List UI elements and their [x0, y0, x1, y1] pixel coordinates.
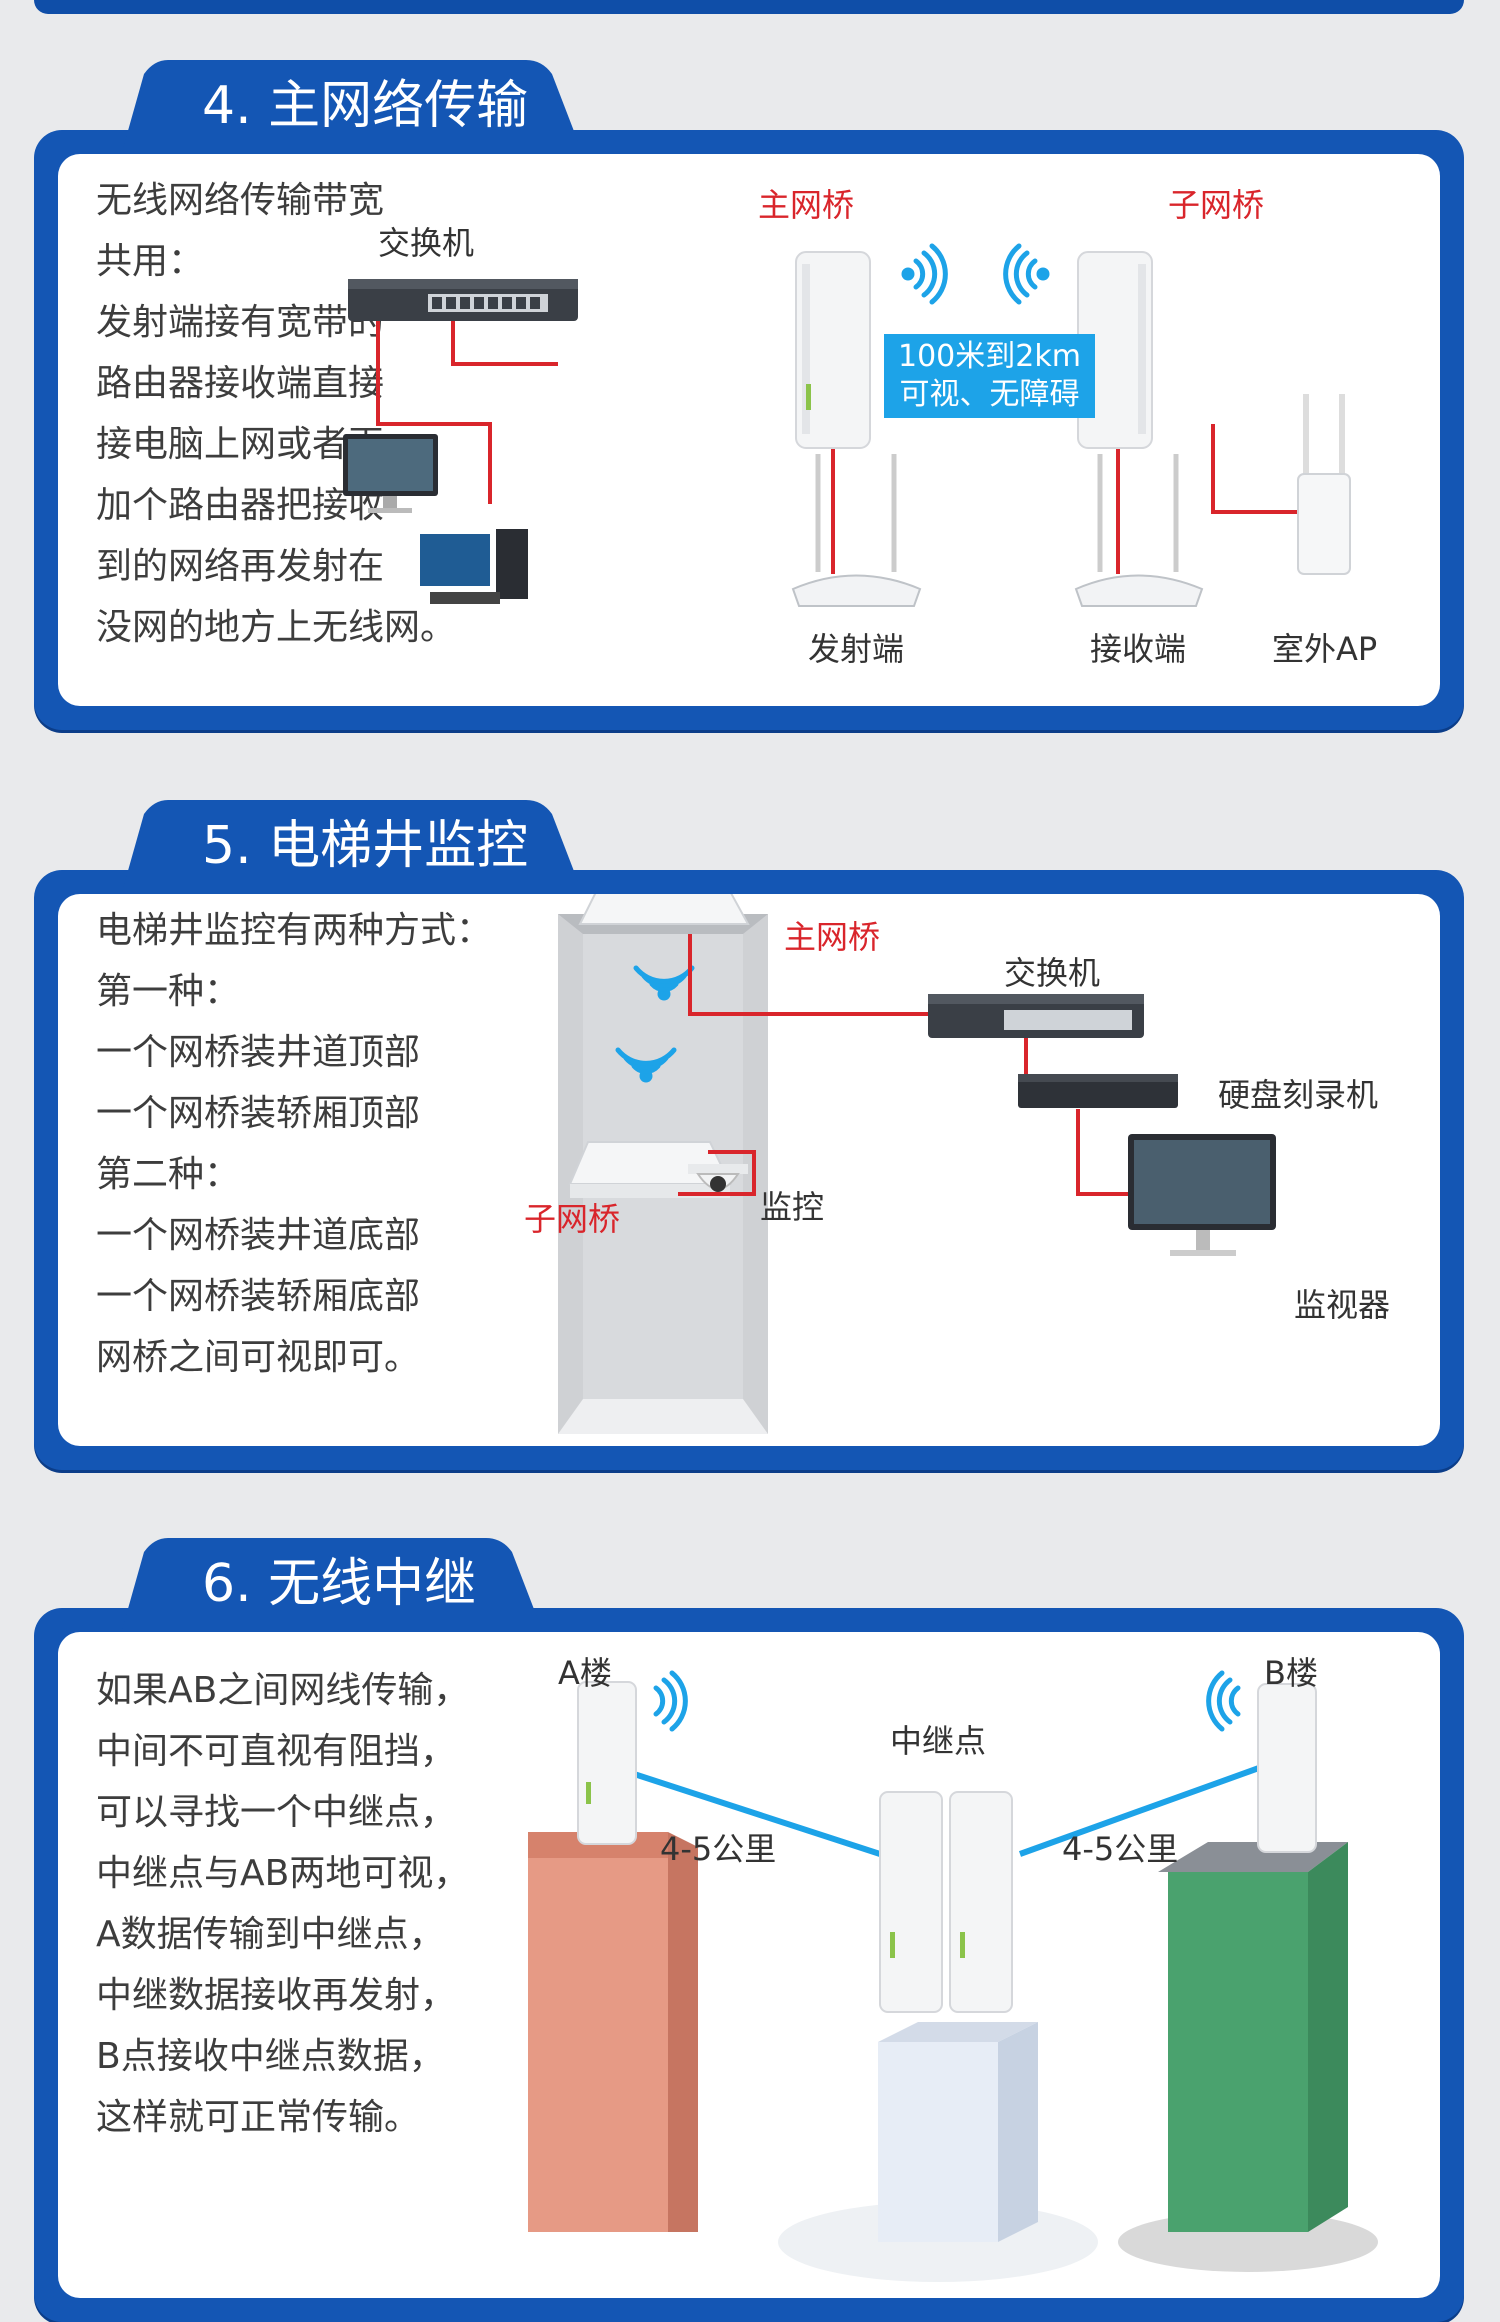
section-panel: 如果AB之间网线传输，中间不可直视有阻挡， 可以寻找一个中继点，中继点与AB两地… [58, 1632, 1440, 2298]
section-title-tab: 5. 电梯井监控 [122, 800, 582, 892]
bridge-a-icon [577, 1681, 637, 1845]
switch-label: 交换机 [378, 224, 475, 262]
desktop-computer-icon [420, 529, 528, 604]
section-title: 4. 主网络传输 [202, 76, 529, 136]
section-title: 5. 电梯井监控 [202, 816, 529, 876]
relay-bridge-icon [879, 1791, 1013, 2013]
relay-building-icon [778, 2022, 1098, 2282]
dome-camera-icon [688, 1164, 748, 1192]
main-bridge-icon [795, 251, 871, 449]
main-bridge-label: 主网桥 [784, 918, 881, 956]
section-title-tab: 6. 无线中继 [122, 1538, 542, 1630]
router-icon [791, 454, 922, 607]
switch-icon [348, 279, 578, 321]
switch-label: 交换机 [1004, 954, 1101, 992]
wifi-signal-icon [615, 965, 695, 1083]
receiver-label: 接收端 [1090, 630, 1187, 668]
distance-callout: 100米到2km 可视、无障碍 [884, 334, 1095, 418]
relay-diagram [528, 1670, 1378, 2282]
monitor-icon [343, 434, 438, 513]
main-bridge-label: 主网桥 [758, 186, 855, 224]
section-title-tab: 4. 主网络传输 [122, 60, 582, 152]
outdoor-ap-label: 室外AP [1272, 630, 1378, 668]
nvr-icon [1018, 1074, 1178, 1108]
sub-bridge-label: 子网桥 [524, 1200, 621, 1238]
monitor-label: 监视器 [1294, 1286, 1391, 1324]
section-main-network: 4. 主网络传输 无线网络传输带宽共用： 发射端接有宽带的路由器接收端直接 接电… [34, 60, 1464, 740]
relay-label: 中继点 [890, 1722, 987, 1760]
section-frame: 无线网络传输带宽共用： 发射端接有宽带的路由器接收端直接 接电脑上网或者再加个路… [34, 130, 1464, 730]
distance-right-label: 4-5公里 [1062, 1830, 1179, 1868]
section-panel: 无线网络传输带宽共用： 发射端接有宽带的路由器接收端直接 接电脑上网或者再加个路… [58, 154, 1440, 706]
camera-label: 监控 [760, 1188, 825, 1226]
building-b-icon [1118, 1842, 1378, 2272]
section-description: 电梯井监控有两种方式：第一种： 一个网桥装井道顶部一个网桥装轿厢顶部 第二种：一… [96, 910, 493, 1378]
monitor-icon [1128, 1134, 1276, 1256]
building-b-label: B楼 [1264, 1654, 1318, 1692]
elevator-diagram [558, 894, 1276, 1434]
outdoor-ap-icon [1297, 394, 1351, 575]
previous-section-edge [34, 0, 1464, 14]
building-a-label: A楼 [558, 1654, 612, 1692]
section-wireless-relay: 6. 无线中继 如果AB之间网线传输，中间不可直视有阻挡， 可以寻找一个中继点，… [34, 1538, 1464, 2322]
network-diagram [343, 243, 1351, 607]
wifi-signal-icon [901, 243, 1050, 305]
wifi-signal-icon [653, 1670, 1241, 1732]
section-description: 如果AB之间网线传输，中间不可直视有阻挡， 可以寻找一个中继点，中继点与AB两地… [96, 1670, 470, 2138]
sub-bridge-label: 子网桥 [1168, 186, 1265, 224]
section-frame: 电梯井监控有两种方式：第一种： 一个网桥装井道顶部一个网桥装轿厢顶部 第二种：一… [34, 870, 1464, 1470]
bridge-b-icon [1257, 1683, 1317, 1853]
section-description: 无线网络传输带宽共用： 发射端接有宽带的路由器接收端直接 接电脑上网或者再加个路… [96, 180, 457, 648]
router-icon [1074, 454, 1204, 607]
distance-left-label: 4-5公里 [660, 1830, 777, 1868]
main-bridge-icon [578, 894, 750, 925]
section-title: 6. 无线中继 [202, 1554, 477, 1614]
section-frame: 如果AB之间网线传输，中间不可直视有阻挡， 可以寻找一个中继点，中继点与AB两地… [34, 1608, 1464, 2322]
nvr-label: 硬盘刻录机 [1218, 1076, 1379, 1114]
section-panel: 电梯井监控有两种方式：第一种： 一个网桥装井道顶部一个网桥装轿厢顶部 第二种：一… [58, 894, 1440, 1446]
section-elevator-monitoring: 5. 电梯井监控 电梯井监控有两种方式：第一种： 一个网桥装井道顶部一个网桥装轿… [34, 800, 1464, 1480]
building-a-icon [528, 1832, 698, 2232]
switch-icon [928, 994, 1144, 1038]
transmitter-label: 发射端 [808, 630, 905, 668]
